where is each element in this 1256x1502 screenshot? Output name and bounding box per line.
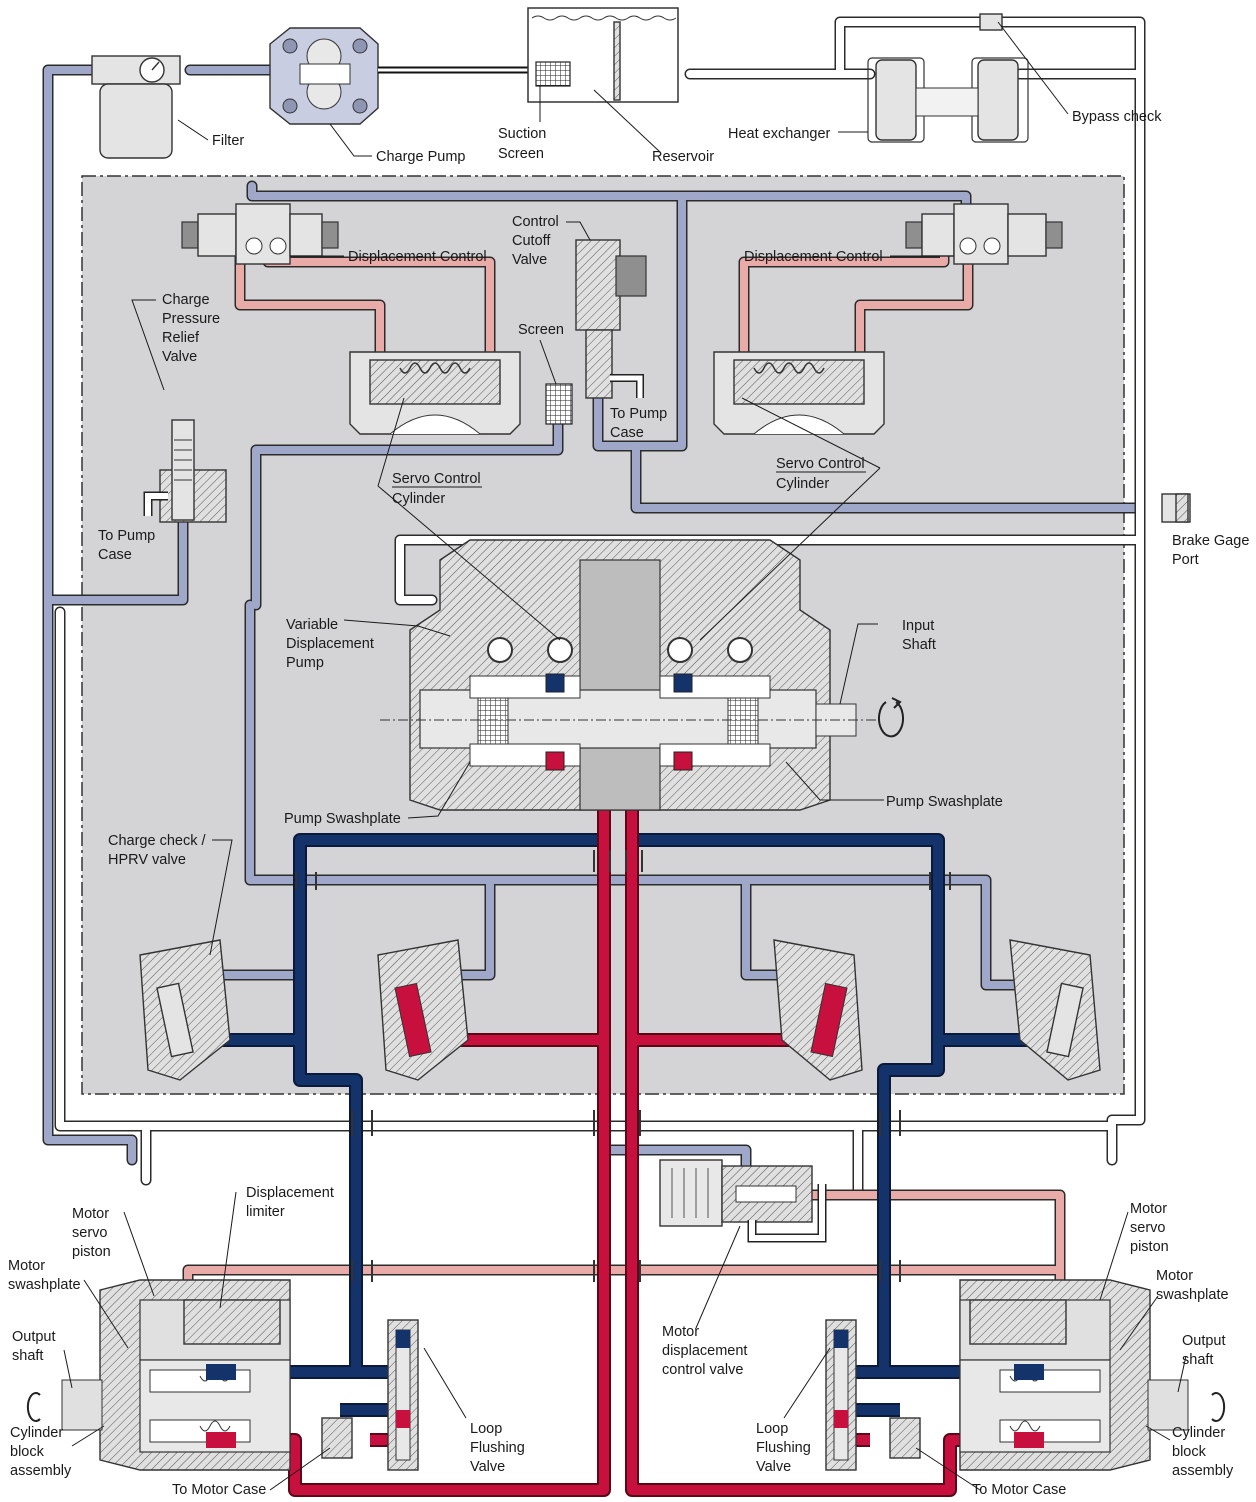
servo-control-cylinder-left-label: Servo Control (392, 471, 481, 487)
to-pump-case-label: To Pump (98, 528, 155, 544)
motor-swashplate-right-label: swashplate (1156, 1287, 1229, 1303)
variable-displacement-pump-label: Displacement (286, 636, 374, 652)
servo-control-cylinder-left-label: Cylinder (392, 491, 445, 507)
displacement-control-left-label: Displacement Control (348, 249, 487, 265)
charge-pump-label: Charge Pump (376, 149, 465, 165)
control-cutoff-valve-label: Cutoff (512, 233, 551, 249)
brake-gage-port-label: Brake Gage (1172, 533, 1249, 549)
filter-label: Filter (212, 133, 244, 149)
input-shaft-label: Shaft (902, 637, 936, 653)
pipe-break-marks (295, 850, 951, 1282)
brake-gage-port-label: Port (1172, 552, 1199, 568)
to-pump-case-label: To Pump (610, 406, 667, 422)
cylinder-block-left-label: Cylinder (10, 1425, 63, 1441)
cylinder-block-right-label: Cylinder (1172, 1425, 1225, 1441)
bypass-check-label: Bypass check (1072, 109, 1162, 125)
motor-servo-piston-right-label: servo (1130, 1220, 1165, 1236)
motor-swashplate-left-label: Motor (8, 1258, 45, 1274)
pump-swashplate-right-label: Pump Swashplate (886, 794, 1003, 810)
motor-left (61, 1279, 291, 1471)
to-motor-case-left-label: To Motor Case (172, 1482, 266, 1498)
servo-control-cylinder-right (713, 351, 885, 435)
charge-pressure-relief-label: Pressure (162, 311, 220, 327)
motor-right (959, 1279, 1189, 1471)
control-cutoff-valve (575, 239, 647, 399)
suction-screen-label: Screen (498, 146, 544, 162)
screen-label: Screen (518, 322, 564, 338)
motor-servo-piston-left-label: servo (72, 1225, 107, 1241)
rotation-arrow-icon (878, 701, 904, 738)
control-cutoff-valve-label: Control (512, 214, 559, 230)
brake-gage-port (1161, 493, 1191, 523)
to-motor-case-right-label: To Motor Case (972, 1482, 1066, 1498)
servo-control-cylinder-right-label: Servo Control (776, 456, 865, 472)
motor-servo-piston-left-label: piston (72, 1244, 111, 1260)
variable-displacement-pump-label: Variable (286, 617, 338, 633)
output-shaft-right-label: shaft (1182, 1352, 1213, 1368)
pump-swashplate-left-label: Pump Swashplate (284, 811, 401, 827)
filter (91, 55, 181, 159)
rotation-arrow-icon (1211, 1392, 1226, 1422)
loop-flushing-valve-left-label: Valve (470, 1459, 505, 1475)
charge-pressure-relief-label: Relief (162, 330, 200, 346)
output-shaft-left-label: Output (12, 1329, 56, 1345)
charge-pressure-relief-label: Valve (162, 349, 197, 365)
output-shaft-right-label: Output (1182, 1333, 1226, 1349)
charge-pressure-relief-label: Charge (162, 292, 210, 308)
motor-swashplate-right-label: Motor (1156, 1268, 1193, 1284)
cylinder-block-right-label: assembly (1172, 1463, 1234, 1479)
to-pump-case-label: Case (98, 547, 132, 563)
loop-flushing-valve-left-label: Loop (470, 1421, 502, 1437)
servo-control-cylinder-right-label: Cylinder (776, 476, 829, 492)
heat-exchanger-label: Heat exchanger (728, 126, 831, 142)
displacement-control-right (905, 203, 1063, 265)
bypass-check-valve (979, 13, 1003, 31)
input-shaft-label: Input (902, 618, 934, 634)
reservoir-label: Reservoir (652, 149, 714, 165)
screen (545, 383, 573, 425)
motor-swashplate-left-label: swashplate (8, 1277, 81, 1293)
motor-displacement-control-valve-label: control valve (662, 1362, 743, 1378)
motor-servo-piston-left-label: Motor (72, 1206, 109, 1222)
motor-servo-piston-right-label: Motor (1130, 1201, 1167, 1217)
charge-check-hprv-valves (139, 939, 1101, 1081)
variable-displacement-pump (380, 539, 880, 811)
heat-exchanger (867, 57, 1029, 143)
servo-control-cylinder-left (349, 351, 521, 435)
loop-flushing-valve-right-label: Loop (756, 1421, 788, 1437)
motor-displacement-control-valve-label: Motor (662, 1324, 699, 1340)
motor-displacement-control-valve-label: displacement (662, 1343, 747, 1359)
loop-flushing-valve-right-label: Flushing (756, 1440, 811, 1456)
suction-screen (535, 61, 571, 87)
variable-displacement-pump-label: Pump (286, 655, 324, 671)
diagram-labels: Filter Charge Pump Suction Screen Reserv… (8, 109, 1249, 1498)
reservoir (527, 7, 679, 103)
charge-pressure-relief-valve (159, 419, 227, 523)
suction-screen-label: Suction (498, 126, 546, 142)
charge-pump (269, 27, 379, 125)
control-cutoff-valve-label: Valve (512, 252, 547, 268)
loop-flushing-valve-left-label: Flushing (470, 1440, 525, 1456)
motor-servo-piston-right-label: piston (1130, 1239, 1169, 1255)
rotation-arrow-icon (26, 1392, 41, 1422)
leader-lines (63, 21, 1187, 1491)
displacement-limiter-label: limiter (246, 1204, 285, 1220)
output-shaft-left-label: shaft (12, 1348, 43, 1364)
loop-flushing-valves (321, 1319, 921, 1471)
motor-displacement-control-valve (659, 1159, 827, 1243)
cylinder-block-left-label: assembly (10, 1463, 72, 1479)
cylinder-block-left-label: block (10, 1444, 45, 1460)
cylinder-block-right-label: block (1172, 1444, 1207, 1460)
loop-flushing-valve-right-label: Valve (756, 1459, 791, 1475)
charge-check-hprv-label: Charge check / (108, 833, 206, 849)
displacement-limiter-label: Displacement (246, 1185, 334, 1201)
charge-check-hprv-label: HPRV valve (108, 852, 186, 868)
displacement-control-right-label: Displacement Control (744, 249, 883, 265)
to-pump-case-label: Case (610, 425, 644, 441)
